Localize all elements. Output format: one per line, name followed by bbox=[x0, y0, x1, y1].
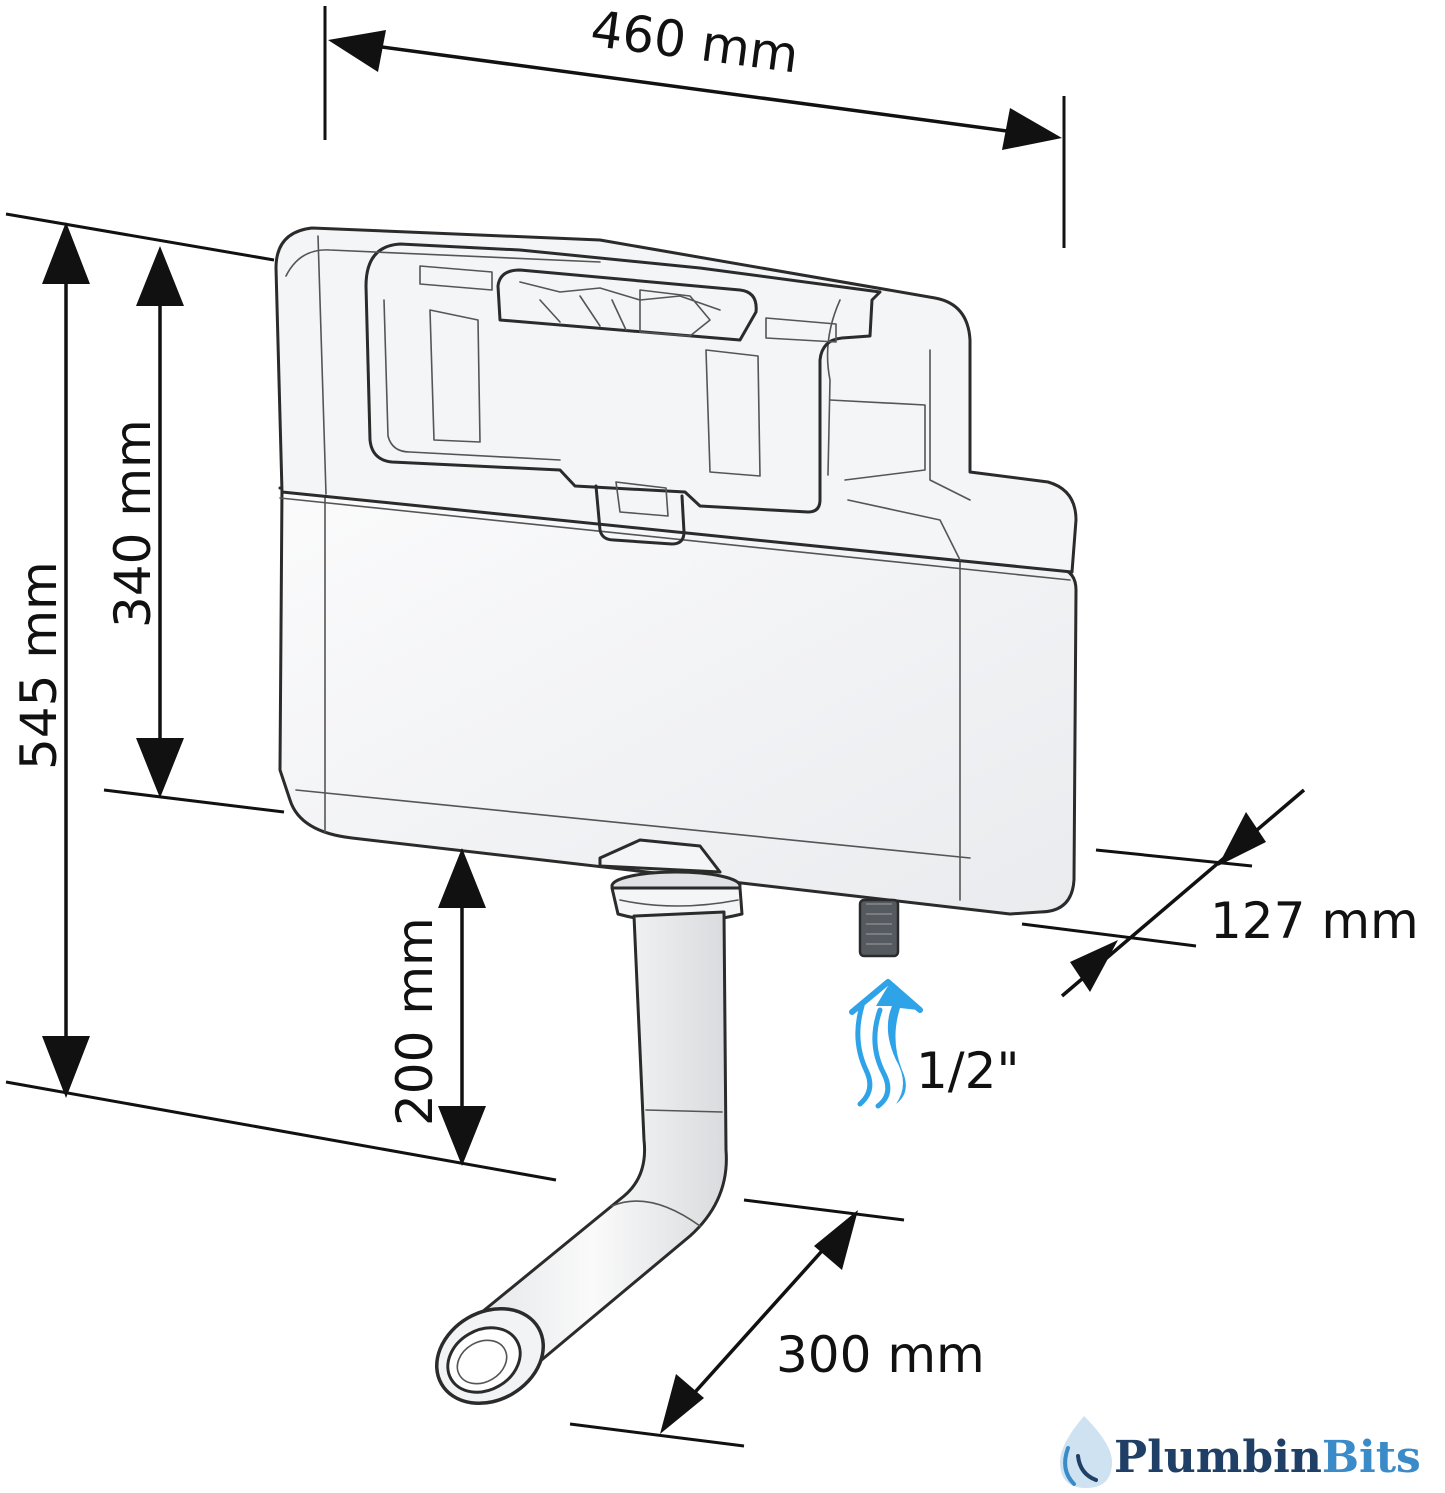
water-flow-arrow-icon bbox=[849, 979, 923, 1109]
water-drop-icon bbox=[1060, 1416, 1112, 1488]
label-depth-127: 127 mm bbox=[1210, 892, 1419, 950]
dimension-depth-127 bbox=[1021, 788, 1306, 998]
water-inlet-stub bbox=[858, 898, 900, 958]
label-pipe-300: 300 mm bbox=[776, 1326, 985, 1384]
dimension-height-545 bbox=[5, 212, 557, 1182]
dimension-pipe-300 bbox=[569, 1198, 905, 1448]
brand-name-part2: Bits bbox=[1322, 1432, 1421, 1483]
label-height-340: 340 mm bbox=[104, 419, 162, 628]
dimension-width-460 bbox=[323, 6, 1066, 248]
brand-name: PlumbinBits bbox=[1114, 1432, 1421, 1483]
label-pipe-200: 200 mm bbox=[386, 917, 444, 1126]
brand-name-part1: Plumbin bbox=[1114, 1432, 1322, 1483]
flush-pipe bbox=[434, 838, 744, 1406]
dimension-pipe-200 bbox=[438, 848, 486, 1166]
label-height-545: 545 mm bbox=[10, 561, 68, 770]
cistern-tank bbox=[274, 226, 1078, 916]
label-inlet-size: 1/2" bbox=[916, 1042, 1019, 1100]
label-width-460: 460 mm bbox=[587, 0, 802, 85]
brand-logo: PlumbinBits bbox=[1060, 1416, 1421, 1488]
dimension-height-340 bbox=[103, 246, 285, 814]
